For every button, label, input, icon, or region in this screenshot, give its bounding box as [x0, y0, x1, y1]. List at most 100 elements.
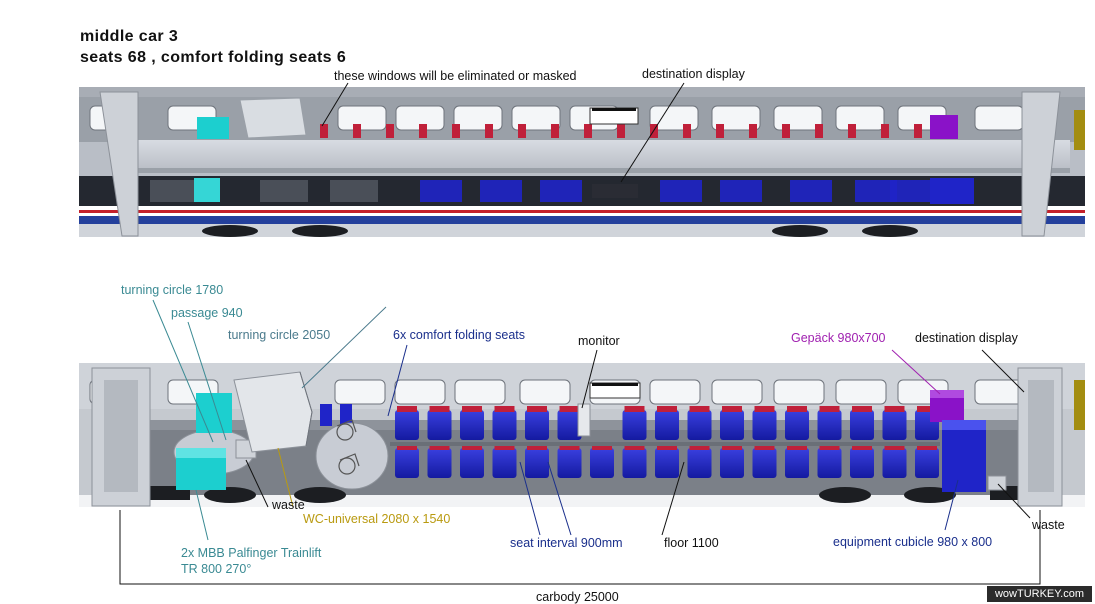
- label-windows-eliminated: these windows will be eliminated or mask…: [334, 69, 577, 83]
- top-seat-back: [815, 124, 823, 138]
- top-seat-back: [320, 124, 328, 138]
- top-seat-back: [518, 124, 526, 138]
- seat: [525, 410, 549, 440]
- seat: [882, 448, 907, 478]
- top-seat-back: [419, 124, 427, 138]
- bottom-window: [519, 379, 571, 405]
- seat: [785, 410, 809, 440]
- seat: [622, 410, 647, 440]
- carbody-dimension-line: [119, 510, 1041, 585]
- top-seat-back: [353, 124, 361, 138]
- seat: [622, 448, 647, 478]
- seat: [395, 448, 419, 478]
- seat-headrest: [884, 406, 905, 412]
- label-waste-right: waste: [1032, 518, 1065, 532]
- seat: [687, 410, 712, 440]
- seat: [720, 448, 744, 478]
- seat-headrest: [592, 444, 612, 450]
- top-lower-door: [150, 180, 198, 202]
- seat-headrest: [462, 406, 482, 412]
- top-lower-seat: [855, 180, 897, 202]
- label-floor: floor 1100: [664, 536, 719, 550]
- seat-headrest: [624, 406, 645, 412]
- bottom-callout-lines: [152, 299, 1031, 541]
- seat-headrest: [657, 406, 677, 412]
- bottom-window: [454, 379, 506, 405]
- label-turning-circle-2050: turning circle 2050: [228, 328, 331, 342]
- seat-headrest: [852, 406, 872, 412]
- seat-headrest: [494, 406, 515, 412]
- top-seat-back: [716, 124, 724, 138]
- seat: [720, 410, 744, 440]
- top-seat-back: [749, 124, 757, 138]
- top-lower-seat: [790, 180, 832, 202]
- seat: [427, 448, 452, 478]
- top-lower-seat: [420, 180, 462, 202]
- top-lower-seat: [660, 180, 702, 202]
- label-trainlift-line1: 2x MBB Palfinger Trainlift: [181, 546, 322, 560]
- top-seat-back: [617, 124, 625, 138]
- top-lower-seats: [150, 180, 932, 202]
- seat: [460, 448, 484, 478]
- label-wc-universal: WC-universal 2080 x 1540: [303, 512, 451, 526]
- seat-headrest: [624, 444, 645, 450]
- seat: [460, 410, 484, 440]
- top-lower-seat: [540, 180, 582, 202]
- seat: [915, 448, 939, 478]
- label-passage: passage 940: [171, 306, 243, 320]
- top-window: [835, 105, 885, 131]
- seat: [590, 448, 614, 478]
- label-destination-display-top: destination display: [642, 67, 745, 81]
- top-lower-seat: [720, 180, 762, 202]
- seat: [882, 410, 907, 440]
- label-comfort-folding-seats: 6x comfort folding seats: [393, 328, 526, 342]
- seat-headrest: [559, 406, 580, 412]
- seat-headrest: [819, 406, 840, 412]
- top-seat-back: [485, 124, 493, 138]
- seat: [492, 410, 517, 440]
- title-line-2: seats 68 , comfort folding seats 6: [80, 49, 347, 66]
- bottom-window: [649, 379, 701, 405]
- seat-headrest: [657, 444, 677, 450]
- seat: [752, 410, 777, 440]
- top-lower-door: [260, 180, 308, 202]
- top-seat-back: [848, 124, 856, 138]
- top-seat-back: [881, 124, 889, 138]
- seat-headrest: [462, 444, 482, 450]
- seat: [557, 448, 582, 478]
- bottom-window: [711, 379, 763, 405]
- top-seat-back: [452, 124, 460, 138]
- top-seat-back: [782, 124, 790, 138]
- bottom-window: [835, 379, 887, 405]
- destination-callout-line-top: [620, 82, 685, 183]
- label-trainlift-line2: TR 800 270°: [181, 562, 252, 576]
- seat: [557, 410, 582, 440]
- label-equipment-cubicle: equipment cubicle 980 x 800: [833, 535, 993, 549]
- seat-headrest: [917, 406, 937, 412]
- top-window: [337, 105, 387, 131]
- seat-headrest: [689, 406, 710, 412]
- label-monitor: monitor: [578, 334, 620, 348]
- watermark: wowTURKEY.com: [987, 586, 1092, 602]
- top-seat-back: [584, 124, 592, 138]
- seat: [850, 448, 874, 478]
- seat: [655, 448, 679, 478]
- seat-headrest: [559, 444, 580, 450]
- seat-headrest: [527, 406, 547, 412]
- label-carbody: carbody 25000: [536, 590, 619, 604]
- seat-headrest: [722, 406, 742, 412]
- comfort-folding-seat: [320, 404, 332, 426]
- seat: [655, 410, 679, 440]
- bottom-window: [334, 379, 386, 405]
- seat: [785, 448, 809, 478]
- top-lower-seat: [890, 180, 932, 202]
- top-window: [773, 105, 823, 131]
- label-seat-interval: seat interval 900mm: [510, 536, 623, 550]
- seat: [395, 410, 419, 440]
- bottom-car-view: [79, 363, 1085, 507]
- bottom-seat-grid: [320, 404, 940, 478]
- seat: [752, 448, 777, 478]
- top-window: [453, 105, 503, 131]
- top-seat-back: [683, 124, 691, 138]
